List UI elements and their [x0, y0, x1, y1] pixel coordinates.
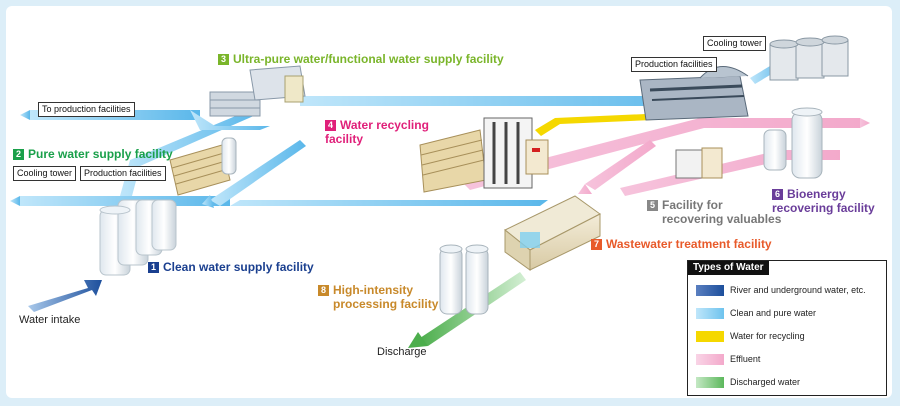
facility-number-3: 3 [218, 54, 229, 65]
legend-swatch [696, 285, 724, 297]
clean-water-tanks [99, 199, 177, 276]
facility-number-8: 8 [318, 285, 329, 296]
box-production-facilities-left: Production facilities [80, 166, 166, 181]
box-cooling-tower-left: Cooling tower [13, 166, 77, 181]
legend-title: Types of Water [688, 261, 769, 275]
valuables-recovery-equipment [675, 147, 723, 179]
pure-water-equipment [169, 137, 237, 196]
legend-item-discharged-water: Discharged water [696, 375, 800, 389]
legend-swatch [696, 354, 724, 366]
legend-item-river-water: River and underground water, etc. [696, 283, 866, 297]
legend-swatch [696, 331, 724, 343]
high-intensity-tanks [439, 244, 489, 315]
wastewater-basin [504, 195, 601, 271]
legend-item-recycling-water: Water for recycling [696, 329, 805, 343]
water-intake-label: Water intake [19, 314, 81, 326]
water-recycling-equipment [419, 117, 549, 193]
discharge-label: Discharge [377, 346, 427, 358]
facility-number-5: 5 [647, 200, 658, 211]
cooling-towers [769, 35, 849, 81]
water-types-legend: Types of Water River and underground wat… [687, 260, 887, 396]
box-to-production-facilities: To production facilities [38, 102, 135, 117]
facility-number-7: 7 [591, 239, 602, 250]
facility-number-4: 4 [325, 120, 336, 131]
bioenergy-tanks [763, 107, 823, 179]
production-building [639, 66, 749, 121]
facility-number-2: 2 [13, 149, 24, 160]
ultra-pure-equipment [209, 65, 306, 117]
intake-arrow [28, 280, 102, 312]
facility-number-6: 6 [772, 189, 783, 200]
legend-swatch [696, 377, 724, 389]
facility-number-1: 1 [148, 262, 159, 273]
legend-item-clean-water: Clean and pure water [696, 306, 816, 320]
legend-item-effluent: Effluent [696, 352, 760, 366]
box-production-facilities-right: Production facilities [631, 57, 717, 72]
box-cooling-tower-right: Cooling tower [703, 36, 767, 51]
legend-swatch [696, 308, 724, 320]
